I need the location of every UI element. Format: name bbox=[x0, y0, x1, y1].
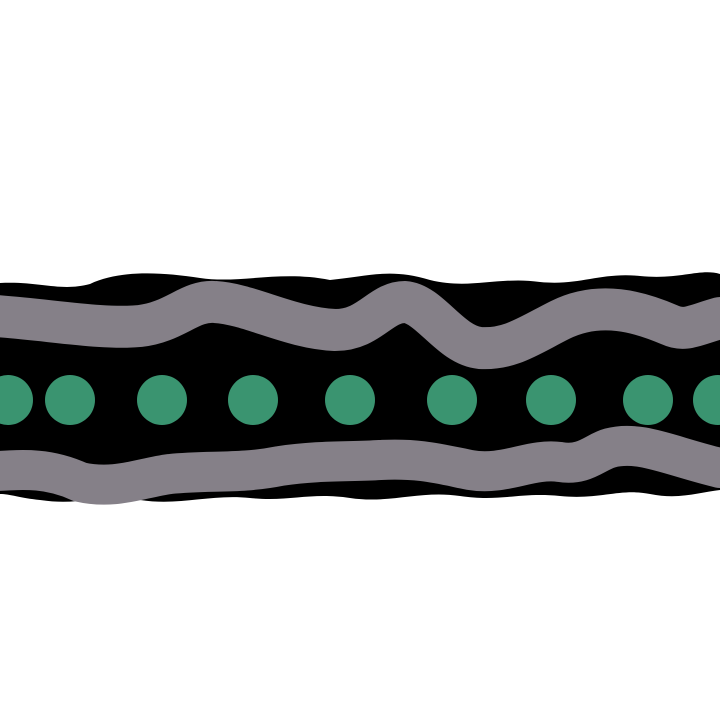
green-dot bbox=[693, 375, 720, 425]
green-dot-row bbox=[0, 375, 720, 425]
green-dot bbox=[623, 375, 673, 425]
green-dot bbox=[137, 375, 187, 425]
top-gray-rail bbox=[0, 280, 720, 370]
bottom-gray-rail bbox=[0, 425, 720, 505]
green-dot bbox=[427, 375, 477, 425]
green-dot bbox=[228, 375, 278, 425]
green-dot bbox=[526, 375, 576, 425]
green-dot bbox=[325, 375, 375, 425]
green-dot bbox=[45, 375, 95, 425]
green-dot bbox=[0, 375, 33, 425]
